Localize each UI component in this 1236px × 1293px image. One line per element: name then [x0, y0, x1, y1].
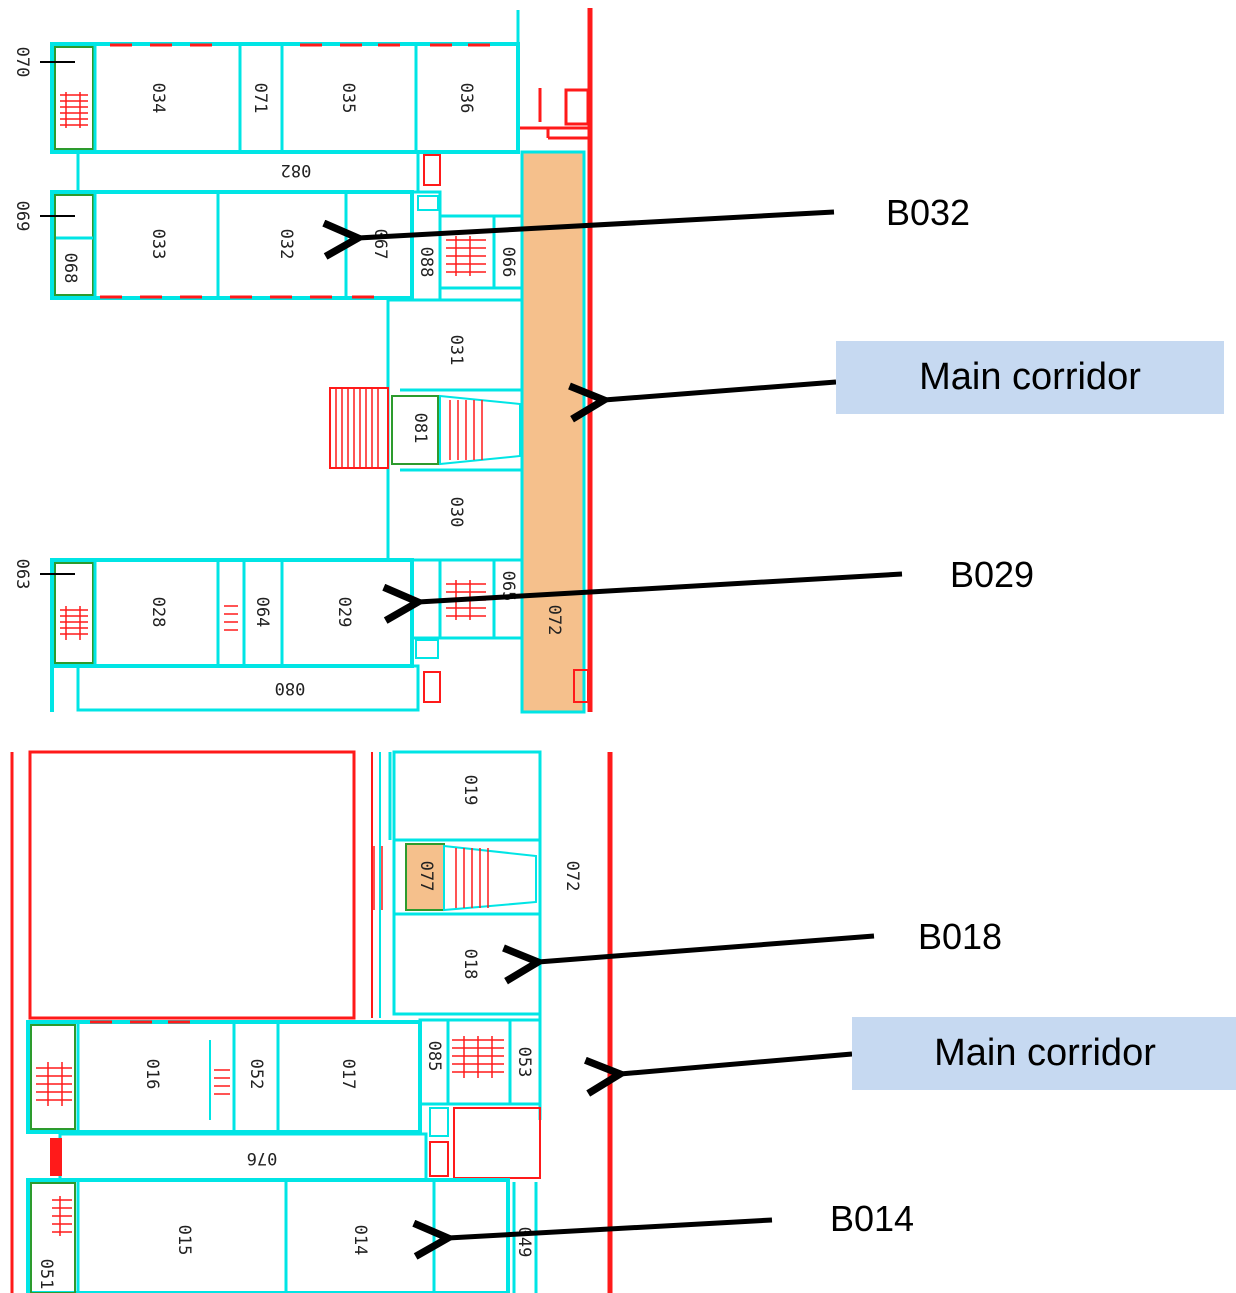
room-label-029: 029: [334, 597, 354, 628]
room-label-088: 088: [416, 247, 436, 278]
room-label-015: 015: [174, 1225, 194, 1256]
arrow-b018: [538, 933, 875, 962]
arrow-main-corridor-top: [604, 379, 837, 400]
room-label-077: 077: [416, 861, 436, 892]
corridor-082: [76, 150, 420, 194]
room-label-017: 017: [338, 1059, 358, 1090]
room-label-076: 076: [247, 1148, 278, 1168]
room-label-036: 036: [456, 83, 476, 114]
corridor-080: [76, 664, 420, 712]
room-label-085: 085: [424, 1041, 444, 1072]
room-block-014: [26, 1178, 510, 1293]
room-label-068: 068: [60, 253, 80, 284]
callout-main-corridor-bottom: Main corridor: [852, 1017, 1236, 1090]
courtyard: [28, 750, 356, 1020]
callout-b032: B032: [886, 192, 971, 233]
room-block-north: [50, 42, 520, 154]
room-label-052: 052: [246, 1059, 266, 1090]
room-label-071: 071: [250, 83, 270, 114]
room-label-067: 067: [370, 229, 390, 260]
room-label-014: 014: [350, 1225, 370, 1256]
arrow-b032: [358, 209, 835, 238]
room-block-032: [50, 190, 414, 300]
arrow-b029: [418, 571, 903, 602]
room-block-017: [26, 1020, 422, 1134]
callout-main-corridor-top: Main corridor: [836, 341, 1224, 414]
room-label-072: 072: [562, 861, 582, 892]
room-label-031: 031: [446, 335, 466, 366]
callout-b018: B018: [918, 916, 1003, 957]
room-label-051: 051: [36, 1259, 56, 1290]
bottom-floor-plan: [10, 750, 613, 1293]
room-label-069: 069: [12, 201, 32, 232]
room-label-035: 035: [338, 83, 358, 114]
room-label-053: 053: [514, 1047, 534, 1078]
room-block-029: [50, 558, 414, 668]
room-label-030: 030: [446, 497, 466, 528]
room-label-065: 065: [498, 571, 518, 602]
room-label-018: 018: [460, 949, 480, 980]
room-label-016: 016: [142, 1059, 162, 1090]
callout-arrows: [358, 209, 903, 1238]
room-label-070: 070: [12, 47, 32, 78]
room-label-063: 063: [12, 559, 32, 590]
arrow-main-corridor-bottom: [620, 1051, 853, 1074]
room-label-033: 033: [148, 229, 168, 260]
room-label-034: 034: [148, 83, 168, 114]
room-label-082: 082: [281, 160, 312, 180]
room-labels: 070 034 071 035 036 082 069 033 032 068 067 088 066 0…: [12, 47, 582, 1290]
room-label-080: 080: [275, 678, 306, 698]
room-label-028: 028: [148, 597, 168, 628]
room-label-072: 072: [544, 605, 564, 636]
corridor-076: [58, 1132, 428, 1182]
room-label-064: 064: [252, 597, 272, 628]
arrow-b014: [448, 1217, 773, 1238]
room-label-019: 019: [460, 775, 480, 806]
room-label-081: 081: [410, 413, 430, 444]
top-floor-plan: [40, 8, 593, 714]
room-label-066: 066: [498, 247, 518, 278]
callout-b029: B029: [950, 554, 1035, 595]
room-label-032: 032: [276, 229, 296, 260]
callout-b014: B014: [830, 1198, 915, 1239]
